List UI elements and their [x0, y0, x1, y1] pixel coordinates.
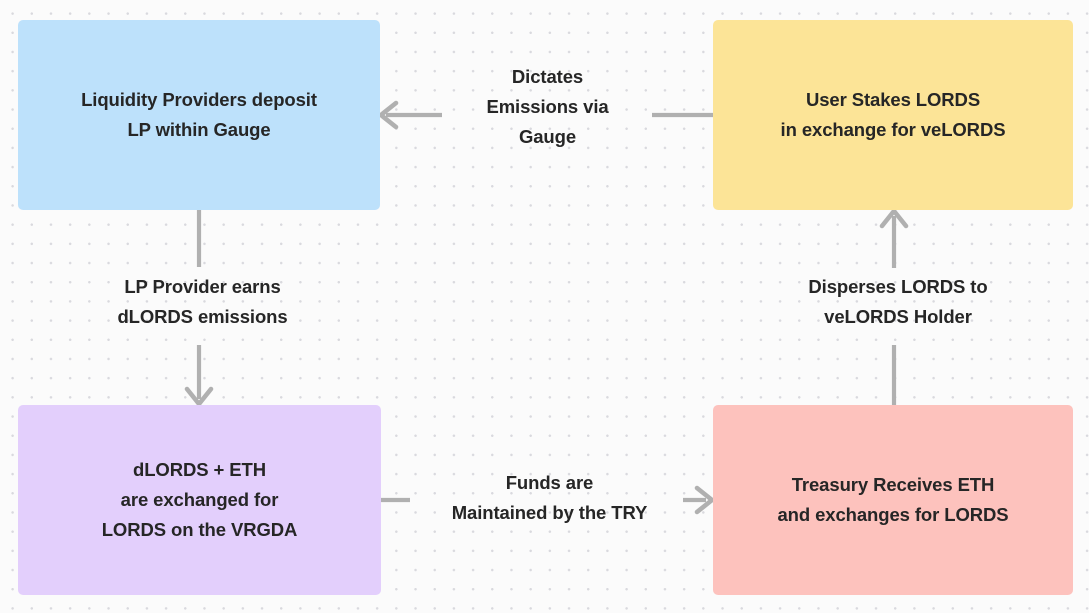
- edge-funds-maintained: [381, 485, 715, 515]
- node-vrgda-exchange-label: dLORDS + ETH are exchanged for LORDS on …: [101, 459, 298, 540]
- edge-disperses-lords: [879, 208, 909, 405]
- edge-label-lp-provider-earns: LP Provider earns dLORDS emissions: [117, 276, 288, 327]
- edge-dictates-emissions: [378, 100, 713, 130]
- edge-label-disperses-lords: Disperses LORDS to veLORDS Holder: [808, 276, 988, 327]
- arrowhead-left-icon: [378, 100, 399, 130]
- edge-lp-provider-earns: [184, 210, 214, 407]
- node-lp-deposit[interactable]: Liquidity Providers deposit LP within Ga…: [18, 20, 380, 210]
- node-user-stakes[interactable]: User Stakes LORDS in exchange for veLORD…: [713, 20, 1073, 210]
- node-treasury-label: Treasury Receives ETH and exchanges for …: [777, 474, 1009, 525]
- node-lp-deposit-label: Liquidity Providers deposit LP within Ga…: [81, 89, 317, 140]
- arrowhead-right-icon: [694, 485, 715, 515]
- arrowhead-down-icon: [184, 386, 214, 407]
- node-vrgda-exchange[interactable]: dLORDS + ETH are exchanged for LORDS on …: [18, 405, 381, 595]
- arrowhead-up-icon: [879, 208, 909, 229]
- edge-label-dictates-emissions: Dictates Emissions via Gauge: [486, 66, 609, 147]
- edge-label-funds-maintained: Funds are Maintained by the TRY: [451, 472, 648, 523]
- node-treasury[interactable]: Treasury Receives ETH and exchanges for …: [713, 405, 1073, 595]
- node-user-stakes-label: User Stakes LORDS in exchange for veLORD…: [780, 89, 1006, 140]
